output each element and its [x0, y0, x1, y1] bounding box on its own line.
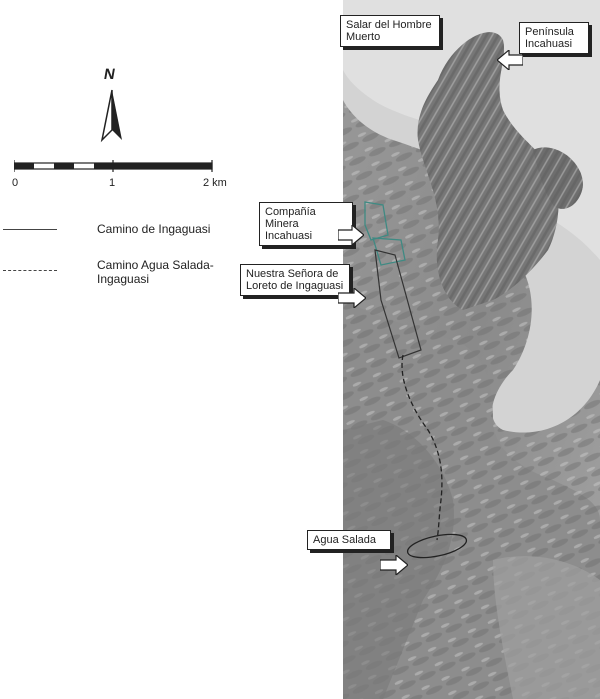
callout-peninsula: Península Incahuasi [519, 22, 589, 54]
north-arrow-icon [100, 89, 122, 143]
compania-site-outline [364, 201, 389, 241]
compania-site-outline-south [372, 237, 406, 266]
arrow-icon [338, 225, 364, 245]
callout-salar: Salar del Hombre Muerto [340, 15, 440, 47]
terrain-image [343, 0, 600, 699]
scale-tick-2: 2 km [203, 177, 227, 189]
agua-salada-site-outline [406, 533, 468, 559]
callout-compania: Compañía Minera Incahuasi [259, 202, 353, 246]
callout-nuestra-senora: Nuestra Señora de Loreto de Ingaguasi [240, 264, 350, 296]
map-legend-panel: N 0 1 2 km Camino de Ingaguasi Camino Ag… [3, 66, 227, 286]
arrow-icon [497, 50, 523, 70]
route-agua-salada-ingaguasi [401, 354, 443, 541]
scale-tick-1: 1 [109, 177, 116, 189]
aerial-image [343, 0, 600, 699]
nuestra-senora-site-outline [374, 249, 422, 359]
legend-label: Camino de Ingaguasi [97, 222, 211, 236]
legend-label: Camino Agua Salada-Ingaguasi [97, 258, 214, 286]
solid-line-swatch [3, 229, 57, 230]
arrow-icon [380, 555, 408, 575]
scale-tick-0: 0 [12, 177, 19, 189]
dashed-line-swatch [3, 270, 57, 271]
arrow-icon [338, 288, 366, 308]
callout-agua-salada: Agua Salada [307, 530, 391, 550]
scale-bar [14, 160, 213, 172]
